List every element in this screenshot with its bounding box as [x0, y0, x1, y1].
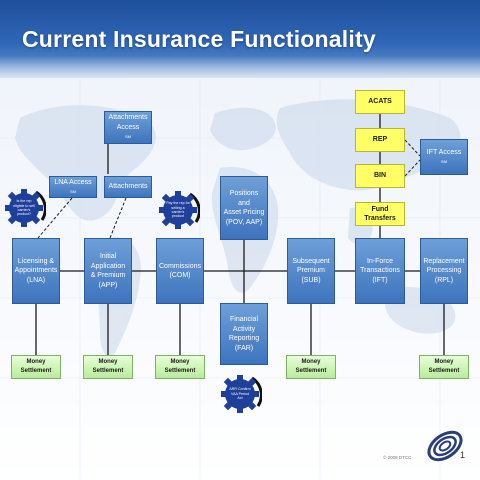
acats-box: ACATS [355, 90, 405, 114]
ift-access-line1: IFT Access [426, 148, 462, 156]
lna-line1: Licensing & [17, 257, 55, 265]
far-line3: Reporting [228, 335, 260, 342]
rep-label: REP [372, 136, 388, 144]
rep-ift-dashed-line [404, 139, 421, 157]
attachments-access-sup: SM [124, 134, 131, 140]
com-line1: Commissions [159, 262, 202, 270]
acats-label: ACATS [368, 98, 392, 106]
rpl-line2: Processing [426, 267, 462, 275]
copyright-text: © 2008 DTCC [383, 455, 412, 460]
com-box: Commissions (COM) [156, 238, 204, 304]
app-line1: Initial [99, 253, 117, 260]
money-settlement-label: Money Settlement [92, 358, 124, 375]
money-settlement-label: Money Settlement [295, 358, 327, 375]
lna-access-line1: LNA Access [54, 178, 92, 186]
gear2-text: Pay the rep for selling a carrier's prod… [166, 201, 190, 219]
app-line3: & Premium [90, 272, 126, 279]
page-number: 1 [460, 450, 466, 460]
header-shine [0, 56, 480, 78]
gear-icon: ARR Confirm VAA Period Act [218, 372, 263, 416]
gear-shape [221, 375, 263, 413]
fund-transfers-box: Fund Transfers [355, 202, 405, 226]
bin-ift-dashed-line [404, 159, 421, 177]
rpl-line3: (RPL) [434, 276, 454, 284]
far-line2: Activity [232, 325, 256, 333]
money-settlement-app: Money Settlement [83, 355, 133, 379]
money-settlement-label: Money Settlement [428, 358, 460, 375]
sub-line2: Premium [296, 267, 325, 275]
lna-access-dashed-line [37, 197, 73, 239]
lna-box: Licensing & Appointments(LNA) [12, 238, 60, 304]
app-line2: Application [90, 262, 126, 270]
gear-icon: Pay the rep for selling a carrier's prod… [156, 188, 201, 232]
lna-line3: (LNA) [26, 276, 46, 284]
money-settlement-lna: Money Settlement [11, 355, 61, 379]
sub-line1: Subsequent [292, 257, 330, 265]
ift-line3: (IFT) [372, 276, 388, 284]
gear-shape [159, 191, 201, 229]
dtcc-logo-icon [427, 430, 463, 462]
bin-label: BIN [373, 172, 387, 180]
attachments-access-line1: Attachments [108, 114, 148, 122]
ift-line2: Transactions [360, 267, 400, 275]
attachments-dashed-line [109, 197, 127, 239]
ift-access-sup: SM [441, 159, 447, 164]
bin-box: BIN [355, 164, 405, 188]
money-settlement-label: Money Settlement [164, 358, 196, 375]
attachments-access-line2: Access [116, 123, 140, 131]
gear1-text: Is the rep eligible to sell carrier's pr… [13, 199, 35, 217]
positions-line3: (POV, AAP) [225, 218, 263, 226]
lna-line2: Appointments [14, 267, 58, 275]
positions-line2: Asset Pricing [223, 209, 265, 216]
money-settlement-sub: Money Settlement [286, 355, 336, 379]
com-line2: (COM) [169, 272, 191, 279]
sub-line3: (SUB) [301, 276, 321, 284]
gear3-text: ARR Confirm VAA Period Act [229, 387, 251, 401]
far-line1: Financial [229, 316, 258, 323]
positions-line1: Positions and [229, 190, 259, 207]
rep-box: REP [355, 128, 405, 152]
lna-access-sup: SM [69, 189, 76, 194]
money-settlement-rpl: Money Settlement [419, 355, 469, 379]
money-settlement-com: Money Settlement [155, 355, 205, 379]
far-line4: (FAR) [234, 344, 254, 352]
money-settlement-label: Money Settlement [20, 358, 52, 375]
gear-icon: Is the rep eligible to sell carrier's pr… [2, 186, 47, 230]
ift-line1: In-Force [366, 257, 394, 265]
app-line4: (APP) [98, 281, 118, 289]
slide-title: Current Insurance Functionality [22, 26, 376, 52]
attachments-line1: Attachments [108, 183, 148, 191]
fund-transfers-label: Fund Transfers [364, 205, 396, 223]
gear-shape [5, 189, 47, 227]
rpl-line1: Replacement [423, 257, 465, 265]
header-banner: Current Insurance Functionality [0, 0, 480, 78]
attachments-box: Attachments [104, 176, 152, 198]
